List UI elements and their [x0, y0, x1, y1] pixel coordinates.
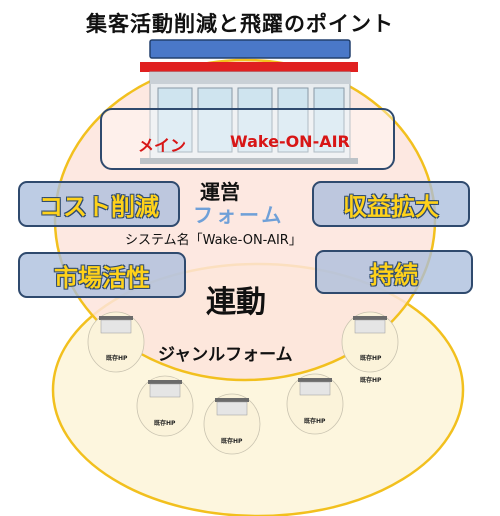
main-box: メイン Wake-ON-AIR: [100, 108, 395, 170]
platform-label: フォーム: [193, 203, 285, 227]
mini-site-label: 既存HP: [106, 355, 128, 362]
mini-storefront-icon: [203, 393, 261, 455]
mini-storefront-icon: [286, 373, 344, 435]
mini-storefront-icon: [136, 375, 194, 437]
mini-site-label: 既存HP: [221, 438, 243, 445]
operation-label: 運営: [200, 180, 240, 204]
mini-storefront-icon: [341, 311, 399, 373]
storefront-icon: [140, 39, 358, 164]
mini-site-label: 既存HP: [154, 420, 176, 427]
sustainability-box: 持続: [315, 250, 473, 294]
mini-site-label: 既存HP: [360, 377, 382, 384]
revenue-expansion-box: 収益拡大: [312, 181, 470, 227]
main-label: メイン: [138, 136, 187, 155]
mini-storefront-icon: [87, 311, 145, 373]
diagram-title: 集客活動削減と飛躍のポイント: [86, 11, 394, 36]
mini-site-label: 既存HP: [360, 355, 382, 362]
linkage-label: 連動: [206, 285, 266, 320]
system-name-label: システム名「Wake-ON-AIR」: [125, 233, 302, 248]
market-activation-box: 市場活性: [18, 252, 186, 298]
genre-platform-label: ジャンルフォーム: [158, 345, 293, 365]
main-system-label: Wake-ON-AIR: [230, 132, 350, 151]
cost-reduction-box: コスト削減: [18, 181, 180, 227]
mini-site-label: 既存HP: [304, 418, 326, 425]
